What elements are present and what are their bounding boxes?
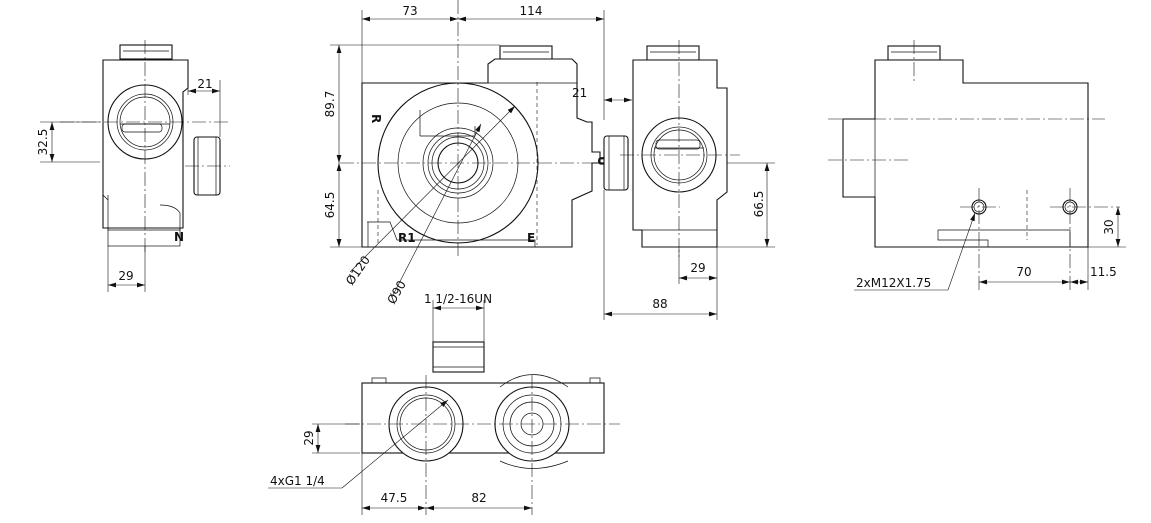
dim-29-left: 29: [118, 269, 133, 283]
front-view: R R1 E U 73 114 89.7 64.5 Ø120 Ø90: [323, 0, 620, 307]
port-label-e: E: [527, 231, 535, 245]
rear-view-body: [842, 59, 1089, 248]
dim-82: 82: [471, 491, 486, 505]
thread-note: 1 1/2-16UN: [424, 292, 492, 306]
dim-29-mid: 29: [690, 261, 705, 275]
dim-29-bottom: 29: [302, 430, 316, 445]
dim-73: 73: [402, 4, 417, 18]
dim-11-5: 11.5: [1090, 265, 1117, 279]
dim-diameter-120: Ø120: [343, 253, 373, 288]
top-view: 1 1/2-16UN 29 47.5 82 4xG1 1/4: [268, 292, 620, 515]
dim-21-left: 21: [197, 77, 212, 91]
top-view-plug: [432, 341, 485, 373]
port-label-r1: R1: [398, 231, 416, 245]
dim-30: 30: [1102, 219, 1116, 234]
dim-70: 70: [1016, 265, 1031, 279]
rear-view: 70 11.5 30 2xM12X1.75: [828, 40, 1126, 291]
front-view-body: [361, 58, 601, 248]
dim-89-7: 89.7: [323, 91, 337, 118]
left-view-body: [102, 59, 189, 229]
right-view-side-plug: [603, 135, 629, 191]
port-label-n: N: [174, 230, 184, 244]
right-view-body: [632, 59, 728, 248]
dim-88: 88: [652, 297, 667, 311]
port-label-r: R: [369, 114, 383, 123]
dim-diameter-90: Ø90: [384, 278, 408, 306]
left-side-view: N 32.5 21 29: [36, 40, 230, 292]
right-side-view: 21 66.5 29 88: [572, 40, 775, 320]
dim-64-5: 64.5: [323, 192, 337, 219]
dim-32-5: 32.5: [36, 129, 50, 156]
dim-47-5: 47.5: [381, 491, 408, 505]
left-view-top-cap: [119, 44, 173, 60]
holes-note: 2xM12X1.75: [856, 276, 931, 290]
ports-note: 4xG1 1/4: [270, 474, 325, 488]
dim-66-5: 66.5: [752, 191, 766, 218]
dim-21-mid: 21: [572, 86, 587, 100]
dim-114: 114: [520, 4, 543, 18]
port-label-u: U: [595, 156, 609, 166]
